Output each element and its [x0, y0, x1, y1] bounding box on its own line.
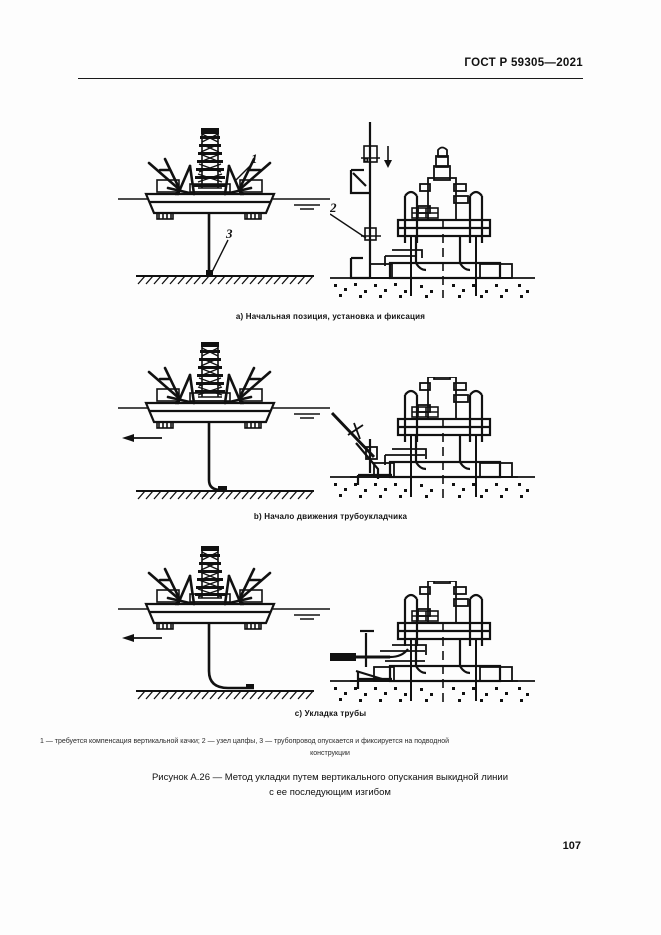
- panel-b-caption: b) Начало движения трубоукладчика: [253, 512, 408, 521]
- figure-legend: 1 — требуется компенсация вертикальной к…: [40, 736, 620, 760]
- page-number: 107: [562, 840, 581, 852]
- panel-b: b) Начало движения трубоукладчика: [0, 342, 661, 521]
- panel-a-vessel-figure: 1 3: [118, 118, 333, 303]
- panel-b-structure-figure: [330, 377, 535, 502]
- panel-c-caption: c) Укладка трубы: [294, 709, 367, 718]
- panel-c: c) Укладка трубы: [0, 546, 661, 718]
- panel-a: 1 3: [0, 118, 661, 321]
- legend-line-2: конструкции: [310, 750, 350, 757]
- callout-label-2: 2: [330, 200, 337, 215]
- callout-label-3: 3: [225, 226, 233, 241]
- panel-a-caption: а) Начальная позиция, установка и фиксац…: [235, 312, 426, 321]
- panel-c-vessel-figure: [118, 546, 333, 701]
- figure-caption: Рисунок А.26 — Метод укладки путем верти…: [60, 770, 600, 800]
- legend-line-1: 1 — требуется компенсация вертикальной к…: [40, 738, 450, 745]
- panel-c-structure-figure: [330, 581, 535, 706]
- page-header-standard-title: ГОСТ Р 59305—2021: [464, 57, 583, 69]
- panel-a-structure-figure: 2: [330, 118, 535, 303]
- callout-label-1: 1: [251, 151, 258, 166]
- figure-caption-line-1: Рисунок А.26 — Метод укладки путем верти…: [151, 772, 509, 783]
- panel-b-vessel-figure: [118, 342, 333, 502]
- header-rule: [78, 78, 583, 79]
- figure-caption-line-2: с ее последующим изгибом: [269, 787, 391, 798]
